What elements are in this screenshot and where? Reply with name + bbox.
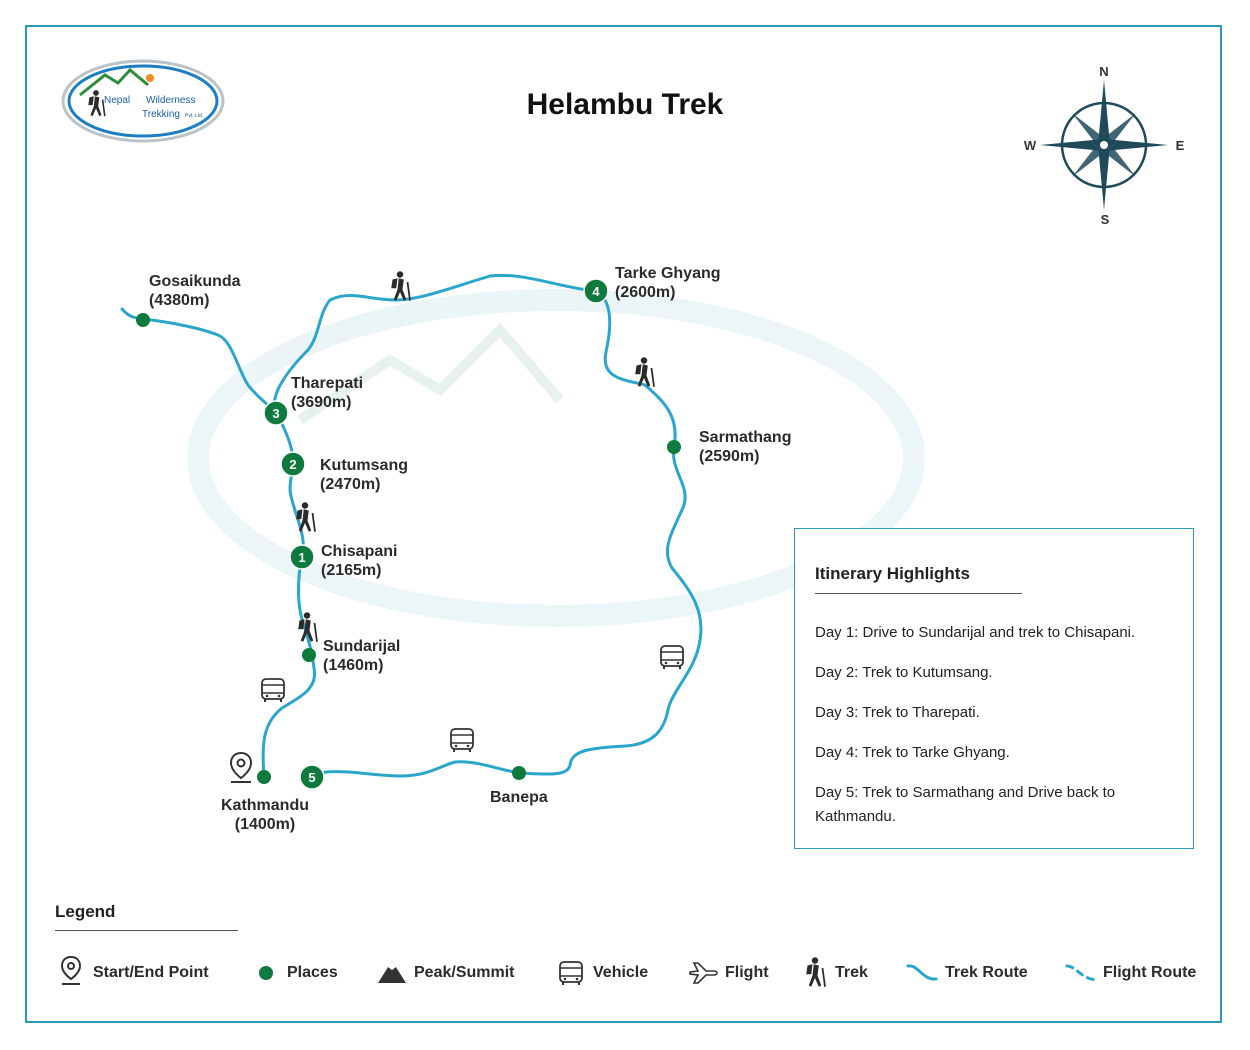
itinerary-day-2: Day 2: Trek to Kutumsang. [815,664,993,681]
itinerary-title-underline [815,593,1022,594]
legend-icons [60,955,1098,988]
itinerary-day-4: Day 4: Trek to Tarke Ghyang. [815,744,1010,761]
place-name: Gosaikunda [149,273,241,290]
compass-rose: N E S W [1024,64,1185,227]
day-pin-5 [299,764,325,790]
watermark [187,289,925,627]
legend-start-end-icon [60,955,82,985]
place-altitude: (2600m) [615,284,676,301]
logo-text-1: Nepal [104,95,130,106]
label-tharepati: Tharepati (3690m) [291,374,363,412]
label-banepa: Banepa [490,788,548,807]
label-tarke-ghyang: Tarke Ghyang (2600m) [615,264,721,302]
day-pin-3-label: 3 [272,406,279,421]
logo-text-2: Wilderness [146,95,195,106]
logo-text-4: Pvt. Ltd. [185,113,203,119]
legend-place-icon [259,966,273,980]
legend-trek-route-icon [906,964,938,981]
logo-text-3: Trekking [142,109,180,120]
trek-route-main [261,273,703,779]
label-sarmathang: Sarmathang (2590m) [699,428,791,466]
compass-west: W [1024,138,1037,153]
place-altitude: (2590m) [699,448,760,465]
legend-label-peak: Peak/Summit [414,964,515,981]
start-end-pin-icon [229,751,253,783]
map-title: Helambu Trek [526,88,724,121]
itinerary-day-1: Day 1: Drive to Sundarijal and trek to C… [815,624,1136,641]
legend-label-vehicle: Vehicle [593,964,649,981]
legend-label-trek-route: Trek Route [945,964,1028,981]
place-marker-gosaikunda [136,313,150,327]
legend-label-flight: Flight [725,964,769,981]
place-markers: 3 2 1 4 5 [136,278,681,790]
legend-label-start-end: Start/End Point [93,964,209,981]
legend-label-trek: Trek [835,964,868,981]
place-altitude: (2165m) [321,562,382,579]
place-altitude: (1460m) [323,657,384,674]
legend-flight-route-icon [1065,964,1098,982]
place-name: Sundarijal [323,638,401,655]
place-name: Kutumsang [320,457,408,474]
label-chisapani: Chisapani (2165m) [321,542,397,580]
place-altitude: (1400m) [234,816,296,833]
day-pin-1-label: 1 [298,550,305,565]
day-pin-3 [263,400,289,426]
legend-label-places: Places [287,964,338,981]
place-altitude: (4380m) [149,292,210,309]
day-pin-1 [289,544,315,570]
itinerary-panel: Itinerary Highlights Day 1: Drive to Sun… [794,528,1194,849]
day-pin-4 [583,278,609,304]
place-marker-sarmathang [667,440,681,454]
itinerary-title: Itinerary Highlights [815,564,970,583]
itinerary-day-5: Day 5: Trek to Sarmathang and Drive back… [815,784,1116,825]
legend-flight-icon [689,962,718,984]
place-altitude: (2470m) [320,476,381,493]
company-logo: Nepal Wilderness Trekking Pvt. Ltd. [61,59,225,143]
trek-icon [390,270,411,302]
day-pin-2 [280,451,306,477]
day-pin-5-label: 5 [308,770,315,785]
place-marker-sundarijal [302,648,316,662]
compass-north: N [1099,64,1108,79]
map-frame [25,25,1222,1023]
place-name: Sarmathang [699,429,792,446]
vehicle-icon [450,728,474,753]
label-gosaikunda: Gosaikunda (4380m) [149,272,241,310]
day-pin-2-label: 2 [289,457,296,472]
legend-peak-icon [378,961,406,983]
legend-trek-icon [805,956,826,988]
legend-underline [55,930,238,931]
place-name: Banepa [490,789,548,806]
label-sundarijal: Sundarijal (1460m) [323,637,400,675]
itinerary-day-3: Day 3: Trek to Tharepati. [815,704,980,721]
compass-east: E [1176,138,1185,153]
place-altitude: (3690m) [291,394,352,411]
label-kathmandu: Kathmandu (1400m) [205,796,325,834]
place-name: Kathmandu [221,797,309,814]
place-marker-kathmandu [257,770,271,784]
legend-vehicle-icon [559,961,583,986]
day-pin-4-label: 4 [592,284,600,299]
place-name: Chisapani [321,543,398,560]
legend-title: Legend [55,902,116,921]
label-kutumsang: Kutumsang (2470m) [320,456,408,494]
place-name: Tarke Ghyang [615,265,721,282]
place-marker-banepa [512,766,526,780]
vehicle-icon [660,645,684,670]
legend-label-flight-route: Flight Route [1103,964,1197,981]
compass-south: S [1101,212,1110,227]
place-name: Tharepati [291,375,364,392]
vehicle-icon [261,678,285,703]
